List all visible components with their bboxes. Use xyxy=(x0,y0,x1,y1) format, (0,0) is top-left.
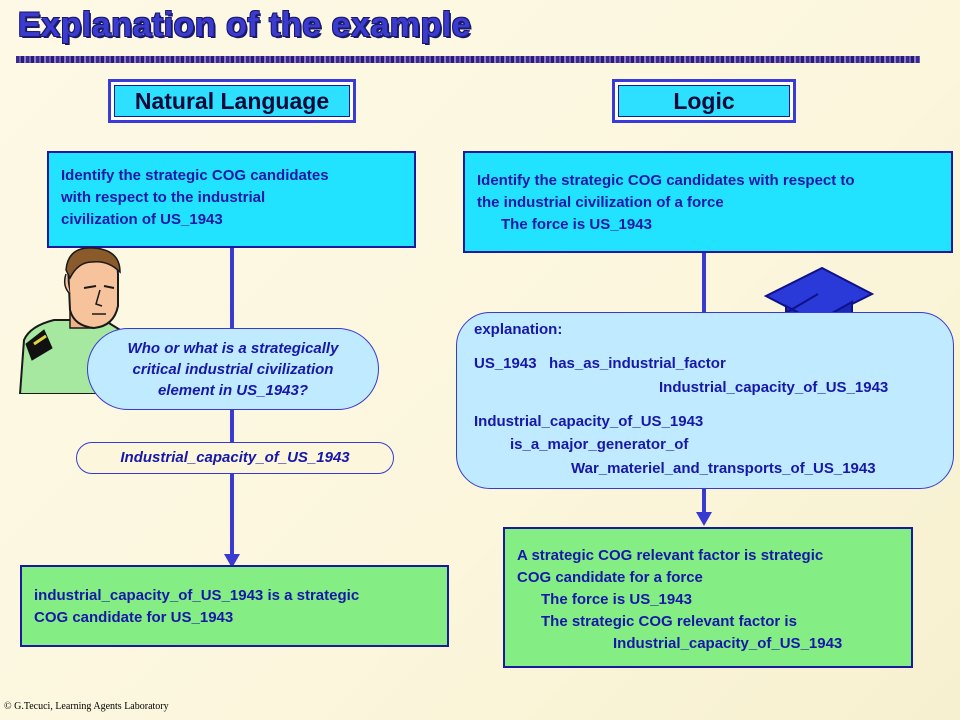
answer-pill: Industrial_capacity_of_US_1943 xyxy=(76,442,394,474)
right-result-line: COG candidate for a force xyxy=(517,569,703,586)
right-connector-line-upper xyxy=(702,253,706,313)
right-result-line: A strategic COG relevant factor is strat… xyxy=(517,547,824,564)
right-result-line: The force is US_1943 xyxy=(541,591,692,608)
natural-language-header: Natural Language xyxy=(108,79,356,123)
question-line: Who or what is a strategically xyxy=(127,339,339,357)
title-divider xyxy=(16,56,920,63)
left-task-line: with respect to the industrial xyxy=(61,189,266,206)
soldier-icon xyxy=(18,247,131,394)
question-bubble: Who or what is a strategically critical … xyxy=(87,328,379,410)
right-arrow-head xyxy=(696,512,712,526)
natural-language-header-label: Natural Language xyxy=(114,85,350,117)
logic-header-label: Logic xyxy=(618,85,790,117)
explanation-box: explanation: US_1943 has_as_industrial_f… xyxy=(456,312,954,489)
right-result-line: Industrial_capacity_of_US_1943 xyxy=(613,635,843,652)
right-result-box: A strategic COG relevant factor is strat… xyxy=(503,527,913,668)
left-task-line: Identify the strategic COG candidates xyxy=(61,167,329,184)
explanation-line: Industrial_capacity_of_US_1943 xyxy=(659,379,889,396)
explanation-line: is_a_major_generator_of xyxy=(510,436,689,453)
right-connector-line-lower xyxy=(702,489,706,515)
logic-header: Logic xyxy=(612,79,796,123)
right-task-line: The force is US_1943 xyxy=(501,216,652,233)
page-title: Explanation of the example xyxy=(18,6,472,44)
explanation-line: US_1943 has_as_industrial_factor xyxy=(474,355,726,372)
right-result-line: The strategic COG relevant factor is xyxy=(541,613,797,630)
explanation-line: Industrial_capacity_of_US_1943 xyxy=(474,413,704,430)
right-task-box: Identify the strategic COG candidates wi… xyxy=(463,151,953,253)
left-arrow-head xyxy=(224,554,240,568)
explanation-line: War_materiel_and_transports_of_US_1943 xyxy=(571,460,876,477)
left-result-line: industrial_capacity_of_US_1943 is a stra… xyxy=(34,587,360,604)
question-line: critical industrial civilization xyxy=(132,360,334,378)
right-task-line: Identify the strategic COG candidates wi… xyxy=(477,172,855,189)
left-task-line: civilization of US_1943 xyxy=(61,211,223,228)
left-task-box: Identify the strategic COG candidates wi… xyxy=(47,151,416,248)
left-result-line: COG candidate for US_1943 xyxy=(34,609,234,626)
question-line: element in US_1943? xyxy=(157,381,309,399)
left-result-box: industrial_capacity_of_US_1943 is a stra… xyxy=(20,565,449,647)
right-task-line: the industrial civilization of a force xyxy=(477,194,724,211)
explanation-label: explanation: xyxy=(474,321,563,338)
footer-credit: © G.Tecuci, Learning Agents Laboratory xyxy=(4,701,169,712)
